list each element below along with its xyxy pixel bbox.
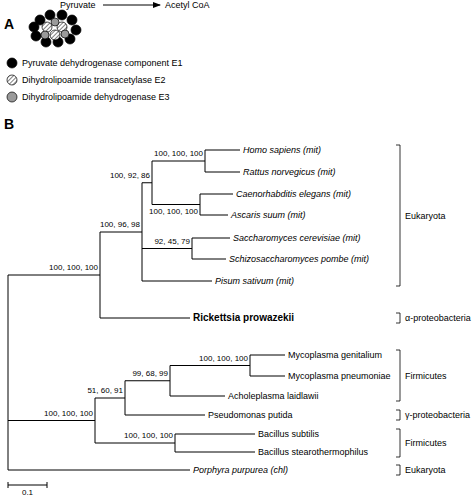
taxon-label: Rattus norvegicus (mit) — [243, 167, 336, 178]
taxon-label: Acholeplasma laidlawii — [228, 391, 319, 402]
clade-brackets — [396, 145, 400, 475]
legend-text: Dihydrolipoamide transacetylase E2 — [22, 75, 166, 86]
scale-bar — [8, 482, 47, 488]
taxon-label: Bacillus subtilis — [258, 429, 319, 440]
clade-label: Eukaryota — [405, 465, 446, 476]
pdh-complex — [29, 10, 81, 47]
scale-value: 0.1 — [22, 488, 33, 498]
clade-label: Firmicutes — [405, 370, 447, 381]
reaction-arrow — [103, 5, 160, 6]
bootstrap-value: 100, 100, 100 — [154, 149, 203, 159]
bootstrap-value: 51, 60, 91 — [87, 386, 123, 396]
clade-label: Eukaryota — [405, 210, 446, 221]
bootstrap-value: 100, 100, 100 — [44, 409, 93, 419]
panel-letter: A — [4, 16, 14, 33]
taxon-label: Ascaris suum (mit) — [231, 210, 306, 221]
panel-letter: B — [4, 116, 14, 133]
clade-label: Firmicutes — [405, 438, 447, 449]
taxon-label: Saccharomyces cerevisiae (mit) — [233, 233, 361, 244]
taxon-label: Pseudomonas putida — [208, 410, 293, 421]
taxon-label: Rickettsia prowazekii — [193, 312, 294, 324]
taxon-label: Mycoplasma pneumoniae — [288, 371, 391, 382]
bootstrap-value: 99, 68, 99 — [132, 369, 168, 379]
clade-label: γ-proteobacteria — [405, 410, 470, 421]
substrate-label: Pyruvate — [60, 0, 96, 11]
taxon-label: Homo sapiens (mit) — [243, 145, 321, 156]
taxon-label: Porphyra purpurea (chl) — [193, 465, 288, 476]
taxon-label: Bacillus stearothermophilus — [258, 447, 368, 458]
taxon-label: Pisum sativum (mit) — [215, 276, 294, 287]
bootstrap-value: 92, 45, 79 — [154, 237, 190, 247]
legend-text: Pyruvate dehydrogenase component E1 — [22, 58, 183, 69]
bootstrap-value: 100, 100, 100 — [124, 431, 173, 441]
bootstrap-value: 100, 92, 86 — [110, 171, 150, 181]
bootstrap-value: 100, 100, 100 — [49, 263, 98, 273]
clade-label: α-proteobacteria — [405, 313, 471, 324]
bootstrap-value: 100, 100, 100 — [149, 207, 198, 217]
legend-swatch — [6, 57, 18, 69]
legend-swatch — [6, 74, 18, 86]
taxon-label: Mycoplasma genitalium — [288, 350, 382, 361]
taxon-label: Caenorhabditis elegans (mit) — [236, 189, 351, 200]
product-label: Acetyl CoA — [165, 0, 210, 11]
legend-text: Dihydrolipoamide dehydrogenase E3 — [22, 92, 170, 103]
bootstrap-value: 100, 100, 100 — [199, 354, 248, 364]
legend-swatch — [6, 91, 18, 103]
bootstrap-value: 100, 96, 98 — [100, 220, 140, 230]
taxon-label: Schizosaccharomyces pombe (mit) — [229, 254, 369, 265]
